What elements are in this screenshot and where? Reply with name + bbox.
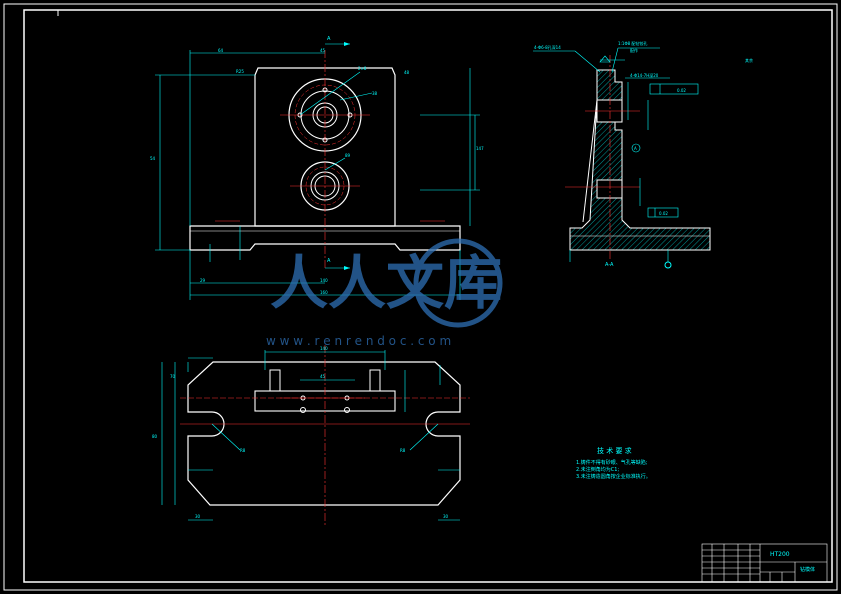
watermark: 人人文库 w w w . r e n r e n d o c . c o m — [266, 238, 503, 348]
section-mark-top: A — [327, 36, 331, 42]
svg-text:R25: R25 — [236, 69, 244, 74]
top-dim-70: 70 — [170, 374, 176, 379]
section-label-threads: 4-Φ14-7H深20 — [630, 72, 659, 78]
inner-border — [23, 9, 833, 583]
top-view: 140 R8 R8 80 45 30 70 30 — [152, 345, 470, 525]
front-view: 64 45 R25 2×8 48 38 89 54 140 29 160 147… — [150, 36, 484, 300]
section-label-fit: 配作 — [630, 47, 638, 53]
top-dim-140: 140 — [320, 346, 328, 351]
tolerance-top: 0.02 — [677, 88, 686, 93]
svg-text:45: 45 — [320, 48, 326, 53]
svg-text:64: 64 — [218, 48, 224, 53]
watermark-text: 人人文库 — [270, 249, 502, 317]
svg-text:2×8: 2×8 — [358, 66, 367, 71]
section-title: A-A — [605, 262, 614, 268]
section-label-holes: 4-Φ6-8孔深14 — [534, 44, 561, 50]
outer-border — [3, 3, 838, 591]
top-dim-r8-left: R8 — [240, 448, 246, 453]
section-mark-bottom: A — [327, 258, 331, 264]
svg-text:29: 29 — [200, 278, 206, 283]
top-dim-80: 80 — [152, 434, 158, 439]
section-view: 4-Φ6-8孔深14 1:1Φ8 配钻铰孔 配作 4-Φ14-7H深20 0.0… — [533, 40, 753, 269]
title-block — [701, 543, 828, 583]
part-name-label: 钻模体 — [800, 566, 815, 573]
section-hatched-body — [569, 69, 711, 251]
notes-title: 技 术 要 求 — [597, 446, 632, 455]
top-dim-45: 45 — [320, 374, 326, 379]
technical-notes: 技 术 要 求 1.铸件不得有砂眼、气孔等缺陷; 2.未注倒角均为C1; 3.未… — [576, 446, 651, 480]
svg-text:48: 48 — [404, 70, 410, 75]
svg-text:89: 89 — [345, 153, 351, 158]
material-label: HT200 — [770, 551, 790, 558]
top-dim-30: 30 — [195, 514, 201, 519]
note-2: 2.未注倒角均为C1; — [576, 466, 619, 473]
watermark-url: w w w . r e n r e n d o c . c o m — [266, 334, 451, 348]
roughness-note: 其余 — [745, 57, 753, 63]
datum-label: A — [634, 146, 637, 151]
note-3: 3.未注铸造圆角按企业标准执行。 — [576, 473, 651, 480]
top-plate-outline — [187, 361, 461, 506]
note-1: 1.铸件不得有砂眼、气孔等缺陷; — [576, 459, 648, 466]
svg-text:38: 38 — [372, 91, 378, 96]
svg-text:147: 147 — [476, 146, 484, 151]
section-label-drill: 1:1Φ8 配钻铰孔 — [618, 40, 647, 46]
top-dim-r8-right: R8 — [400, 448, 406, 453]
svg-text:160: 160 — [320, 290, 328, 295]
top-dim-30-right: 30 — [443, 514, 449, 519]
svg-text:140: 140 — [320, 278, 328, 283]
tolerance-bottom: 0.02 — [659, 211, 668, 216]
svg-text:54: 54 — [150, 156, 156, 161]
